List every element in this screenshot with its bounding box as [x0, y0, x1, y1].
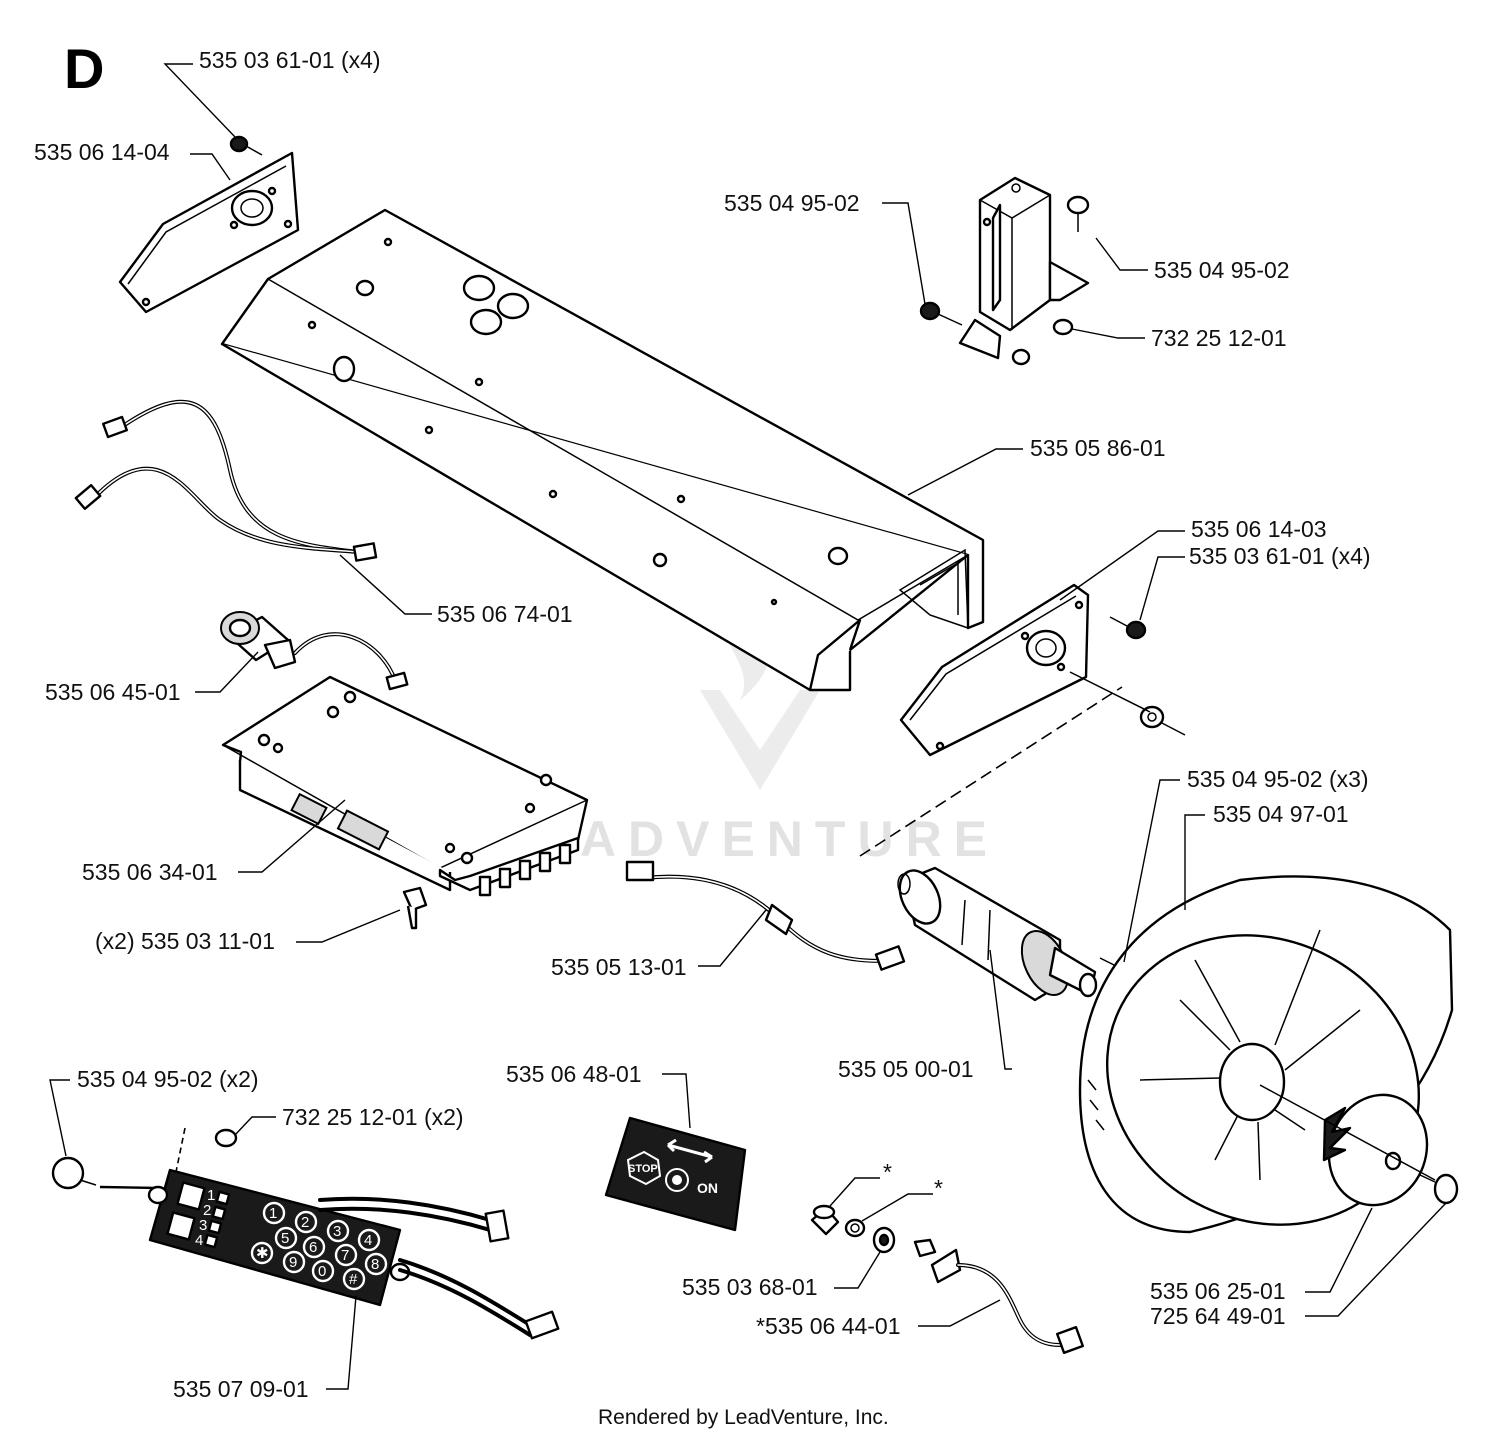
label-asterisk-1: *	[883, 1159, 892, 1185]
key-8: 8	[371, 1256, 379, 1273]
label-buzzer: 535 06 45-01	[45, 679, 181, 705]
cable	[625, 860, 906, 971]
decal-stop-text: STOP	[628, 1163, 658, 1175]
reel-cap	[1322, 1093, 1429, 1207]
label-bolt: 725 64 49-01	[1150, 1303, 1286, 1329]
star-washer	[1139, 705, 1165, 729]
section-letter: D	[64, 37, 104, 100]
label-clip: (x2) 535 03 11-01	[95, 928, 275, 954]
label-cap: 535 06 25-01	[1150, 1278, 1286, 1304]
limit-switch	[958, 176, 1090, 360]
label-screw-right: 535 03 61-01 (x4)	[1189, 543, 1371, 569]
label-keypad: 535 07 09-01	[173, 1376, 309, 1402]
keypad-keys: 1 2 3 4 5 6 7 8 9 0 ✱ #	[250, 1201, 388, 1291]
wire-harness	[74, 399, 378, 562]
label-circuit-board: 535 06 34-01	[82, 859, 218, 885]
label-cover: 535 05 86-01	[1030, 435, 1166, 461]
label-switch: *535 06 44-01	[756, 1313, 901, 1339]
key-1: 1	[269, 1205, 277, 1222]
leader-lines	[49, 63, 1447, 1390]
nut-switch	[1011, 318, 1074, 366]
label-plate-right: 535 06 14-03	[1191, 516, 1327, 542]
label-screw-keypad: 535 04 95-02 (x2)	[77, 1066, 259, 1092]
key-star: ✱	[256, 1245, 269, 1262]
circuit-board	[221, 675, 589, 897]
start-stop-decal: STOP ON	[604, 1116, 747, 1232]
key-5: 5	[281, 1230, 289, 1247]
nut-keypad	[175, 1127, 238, 1173]
key-9: 9	[289, 1254, 297, 1271]
decal-on-text: ON	[697, 1180, 718, 1196]
footer-credit: Rendered by LeadVenture, Inc.	[598, 1406, 889, 1429]
reel	[1078, 875, 1454, 1234]
keypad-side-num-4: 4	[195, 1232, 203, 1249]
label-decal: 535 06 48-01	[506, 1061, 642, 1087]
toggle-switch	[913, 1238, 1085, 1355]
screw-top-left	[229, 135, 263, 156]
clip	[402, 886, 428, 930]
key-hash: #	[349, 1271, 358, 1288]
screw-switch-right	[1066, 195, 1090, 232]
label-screw-switch-right: 535 04 95-02	[1154, 257, 1290, 283]
label-screw-switch-left: 535 04 95-02	[724, 190, 860, 216]
axis-line-right-plate	[1069, 671, 1186, 736]
keypad-side-num-2: 2	[203, 1202, 211, 1219]
right-end-plate	[899, 583, 1090, 757]
key-2: 2	[301, 1214, 309, 1231]
key-7: 7	[341, 1247, 349, 1264]
label-knob: 535 03 68-01	[682, 1274, 818, 1300]
knob	[810, 1204, 896, 1254]
motor-axis-dashed	[859, 686, 1123, 857]
keypad-side-num-3: 3	[199, 1217, 207, 1234]
label-reel: 535 04 97-01	[1213, 801, 1349, 827]
control-cover	[220, 208, 985, 692]
label-screw-top-left: 535 03 61-01 (x4)	[199, 47, 381, 73]
bolt	[1419, 1173, 1459, 1205]
key-3: 3	[333, 1223, 341, 1240]
reel-axis-line	[1259, 1084, 1436, 1181]
key-4: 4	[364, 1232, 372, 1249]
label-harness: 535 06 74-01	[437, 601, 573, 627]
label-plate-left: 535 06 14-04	[34, 139, 170, 165]
label-cable: 535 05 13-01	[551, 954, 687, 980]
label-nut-keypad: 732 25 12-01 (x2)	[282, 1104, 464, 1130]
screw-right-plate	[1109, 616, 1147, 640]
label-asterisk-2: *	[934, 1175, 943, 1201]
screw-switch-left	[919, 301, 963, 326]
key-0: 0	[318, 1263, 326, 1280]
key-6: 6	[309, 1239, 317, 1256]
buzzer	[220, 611, 409, 691]
left-end-plate	[118, 151, 300, 314]
keypad-side-num-1: 1	[207, 1187, 215, 1204]
label-nut-switch: 732 25 12-01	[1151, 325, 1287, 351]
keypad: 1 2 3 4 1 2 3 4 5 6 7 8 9 0 ✱	[51, 1156, 560, 1340]
label-screw-motor: 535 04 95-02 (x3)	[1187, 766, 1369, 792]
motor	[897, 866, 1098, 1002]
label-motor: 535 05 00-01	[838, 1056, 974, 1082]
